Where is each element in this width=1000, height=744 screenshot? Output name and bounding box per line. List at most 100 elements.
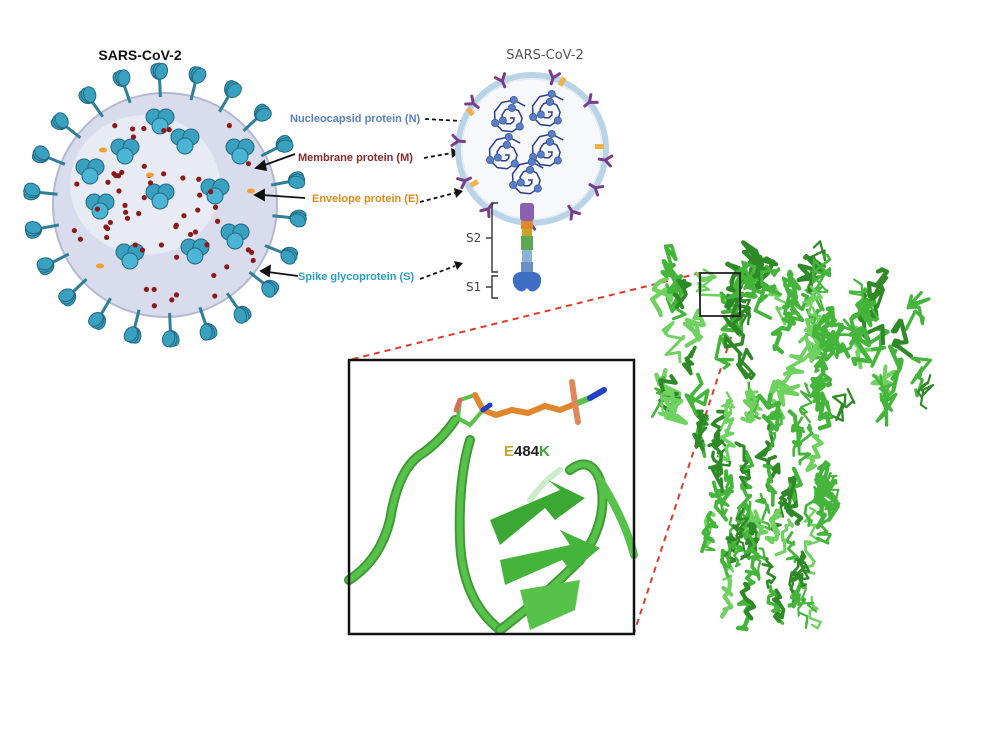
n-protein-bead [545,97,554,106]
ribbon-strand [808,595,822,630]
membrane-protein-dot [212,293,218,299]
virion-illustration: SARS-CoV-2 [23,47,307,348]
ribbon-strand [848,326,873,367]
n-protein-bead [547,89,556,98]
membrane-protein-dot [173,222,179,228]
n-protein-bead [486,156,495,165]
ribbon-strand [797,423,814,466]
ribbon-strand [682,308,706,348]
n-protein-bead [553,156,562,165]
spike-head [261,279,280,298]
membrane-protein-dot [151,303,157,309]
virus-schematic: SARS-CoV-2 S2 S1 [450,48,614,299]
n-protein-bead [507,103,516,112]
m-protein-glyph [464,94,480,109]
ribbon-strand [770,316,796,355]
membrane-protein-dot [136,210,142,217]
envelope-markers [96,147,255,269]
spike-stalk [122,83,132,104]
membrane-protein-dot [129,126,136,132]
membrane-protein-dot [141,163,147,169]
membrane-protein-dot [158,242,165,248]
ribbon-strand [662,389,689,426]
schematic-membrane-proteins [450,69,614,231]
ribbon-strand [743,529,760,561]
ribbon-strand [762,463,778,507]
virion-arrows [253,153,306,278]
spike-head [289,209,307,228]
membrane-protein-dot [161,171,167,177]
n-protein-bead [525,165,534,174]
spike-head [123,326,142,344]
m-protein-glyph [456,176,473,190]
surface-spike [225,138,255,165]
n-protein-bead [510,159,519,168]
ribbon-strand [684,372,710,416]
n-protein-bead [491,119,500,128]
spike-head [188,66,207,84]
membrane-protein-dot [116,188,122,194]
membrane-protein-dot [245,161,252,167]
membrane-protein-dot [224,264,230,270]
spike-head [58,288,77,307]
ribbon-strand [916,374,935,410]
spike-schematic [512,203,542,292]
spike-stalk [63,124,82,140]
spike-stalk [132,309,141,330]
spike-stalk [50,252,70,265]
m-protein-glyph [583,93,599,108]
spike-stalk [37,190,58,196]
m-protein-glyph [567,204,581,221]
membrane-protein-dot [124,215,131,221]
membrane-protein-dot [141,194,147,201]
ribbon-strand [815,506,832,545]
ribbon-strand [771,588,786,623]
membrane-protein-dot [250,257,256,264]
spike-head [150,62,169,80]
n-protein-bead [529,113,538,122]
spike-head [36,257,55,276]
ribbon-strand [805,433,824,473]
ribbon-strand [799,555,811,588]
spike-head [199,323,218,341]
n-protein-bead [509,181,518,190]
spike-stalk [158,77,162,98]
ribbon-strand [741,240,769,281]
spike-stalk [270,179,292,187]
ribbon-strand [811,253,832,291]
ribbon-strand [809,373,833,412]
ribbon-strand [740,388,757,424]
spike-stalk [225,292,240,311]
spike-stalk [272,214,293,220]
membrane-protein-dot [122,202,128,208]
membrane-protein-dot [208,189,214,195]
membrane-protein-dot [107,219,113,226]
spike-stalk [242,116,260,132]
ribbon-strand [825,322,851,359]
membrane-protein-dot [71,227,77,234]
segment-s1-label: S1 [466,280,481,294]
ribbon-strand [785,531,800,564]
membrane-protein-dot [249,249,255,255]
n-protein-bead [493,153,502,162]
zoom-inset-frame [347,358,636,636]
virion-spikes [23,62,307,348]
spike-head [253,103,272,122]
ribbon-strand [719,578,734,619]
spike-stalk [260,145,280,158]
ribbon-strand [760,264,782,296]
surface-spike [115,243,145,270]
membrane-protein-dot [192,229,199,235]
spike-stalk [198,306,208,327]
ribbon-strand [904,290,931,331]
ribbon-strand [785,334,810,375]
zoom-region-box [699,272,741,317]
zoom-connector [348,272,739,634]
spike-stalk [38,223,60,231]
ribbon-strand [719,391,736,430]
membrane-protein-dot [211,272,217,279]
ribbon-strand [700,511,719,554]
membrane-protein-dot [112,123,118,129]
m-protein-glyph [588,183,605,197]
